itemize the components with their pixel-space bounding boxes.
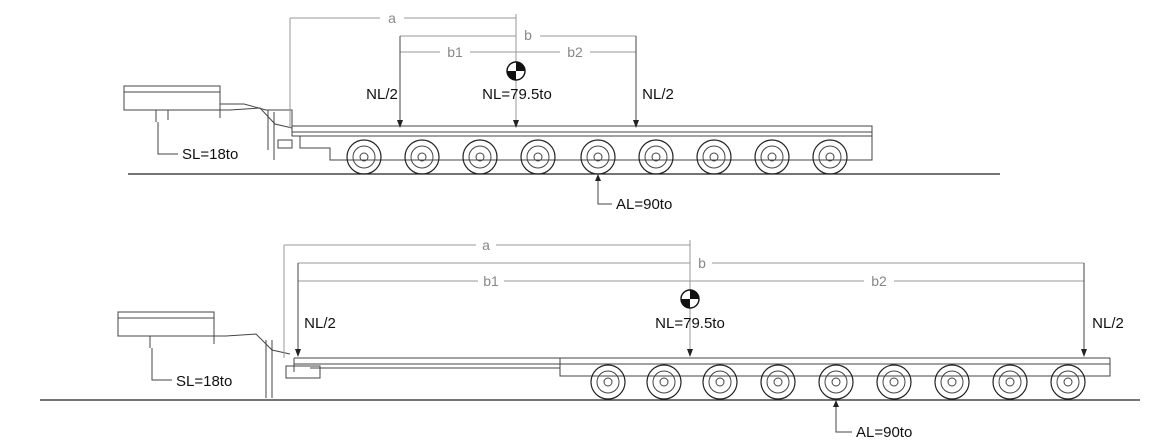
bottom-dimension-b: b bbox=[298, 255, 1084, 271]
bottom-dimension-a-label: a bbox=[482, 237, 490, 253]
bottom-dimension-a: a bbox=[283, 237, 691, 358]
bottom-wheel bbox=[1050, 364, 1086, 400]
bottom-dimension-b2-label: b2 bbox=[871, 273, 887, 289]
top-gooseneck bbox=[123, 85, 293, 160]
bottom-wheel bbox=[760, 364, 796, 400]
top-trailer-diagram: a b b1 b2 NL/2 bbox=[123, 10, 1000, 213]
top-wheel bbox=[754, 139, 790, 175]
top-dimension-b2-label: b2 bbox=[567, 44, 583, 60]
top-wheel bbox=[462, 139, 498, 175]
top-load-arrows bbox=[397, 36, 639, 128]
bottom-trailer-diagram: a b b1 b2 NL/2 NL=79 bbox=[40, 237, 1140, 441]
bottom-wheel bbox=[818, 364, 854, 400]
bottom-wheel bbox=[934, 364, 970, 400]
top-dimension-b1-b2: b1 b2 bbox=[400, 44, 636, 60]
top-wheel bbox=[520, 139, 556, 175]
top-nl-center-label: NL=79.5to bbox=[482, 86, 552, 103]
bottom-wheel bbox=[876, 364, 912, 400]
top-dimension-b-label: b bbox=[524, 27, 532, 43]
bottom-dimension-b-label: b bbox=[698, 255, 706, 271]
center-of-gravity-icon bbox=[506, 61, 526, 81]
top-wheel bbox=[580, 139, 616, 175]
center-of-gravity-icon bbox=[680, 289, 700, 309]
top-dimension-a-label: a bbox=[388, 10, 396, 26]
bottom-dimension-b1-label: b1 bbox=[483, 273, 499, 289]
top-wheel bbox=[346, 139, 382, 175]
top-sl-label: SL=18to bbox=[182, 146, 238, 163]
bottom-sl-label: SL=18to bbox=[176, 373, 232, 390]
top-wheels bbox=[346, 139, 848, 175]
top-wheel bbox=[696, 139, 732, 175]
top-dimension-a: a bbox=[289, 10, 517, 128]
top-nl-right-label: NL/2 bbox=[642, 86, 674, 103]
bottom-wheel bbox=[646, 364, 682, 400]
bottom-dimension-b1-b2: b1 b2 bbox=[298, 273, 1084, 289]
top-wheel bbox=[812, 139, 848, 175]
top-wheel bbox=[638, 139, 674, 175]
top-deck bbox=[291, 125, 873, 161]
bottom-deck bbox=[293, 357, 1111, 377]
bottom-nl-center-label: NL=79.5to bbox=[655, 315, 725, 332]
bottom-wheel bbox=[590, 364, 626, 400]
bottom-wheel bbox=[992, 364, 1028, 400]
top-dimension-b: b bbox=[400, 27, 636, 43]
top-wheel bbox=[404, 139, 440, 175]
bottom-al-label: AL=90to bbox=[856, 424, 912, 441]
top-nl-left-label: NL/2 bbox=[366, 86, 398, 103]
bottom-nl-right-label: NL/2 bbox=[1092, 315, 1124, 332]
bottom-gooseneck bbox=[117, 311, 321, 398]
top-al-label: AL=90to bbox=[616, 196, 672, 213]
bottom-wheel bbox=[702, 364, 738, 400]
top-dimension-b1-label: b1 bbox=[447, 44, 463, 60]
bottom-load-arrows bbox=[295, 263, 1087, 357]
bottom-nl-left-label: NL/2 bbox=[304, 315, 336, 332]
bottom-wheels bbox=[590, 364, 1086, 400]
